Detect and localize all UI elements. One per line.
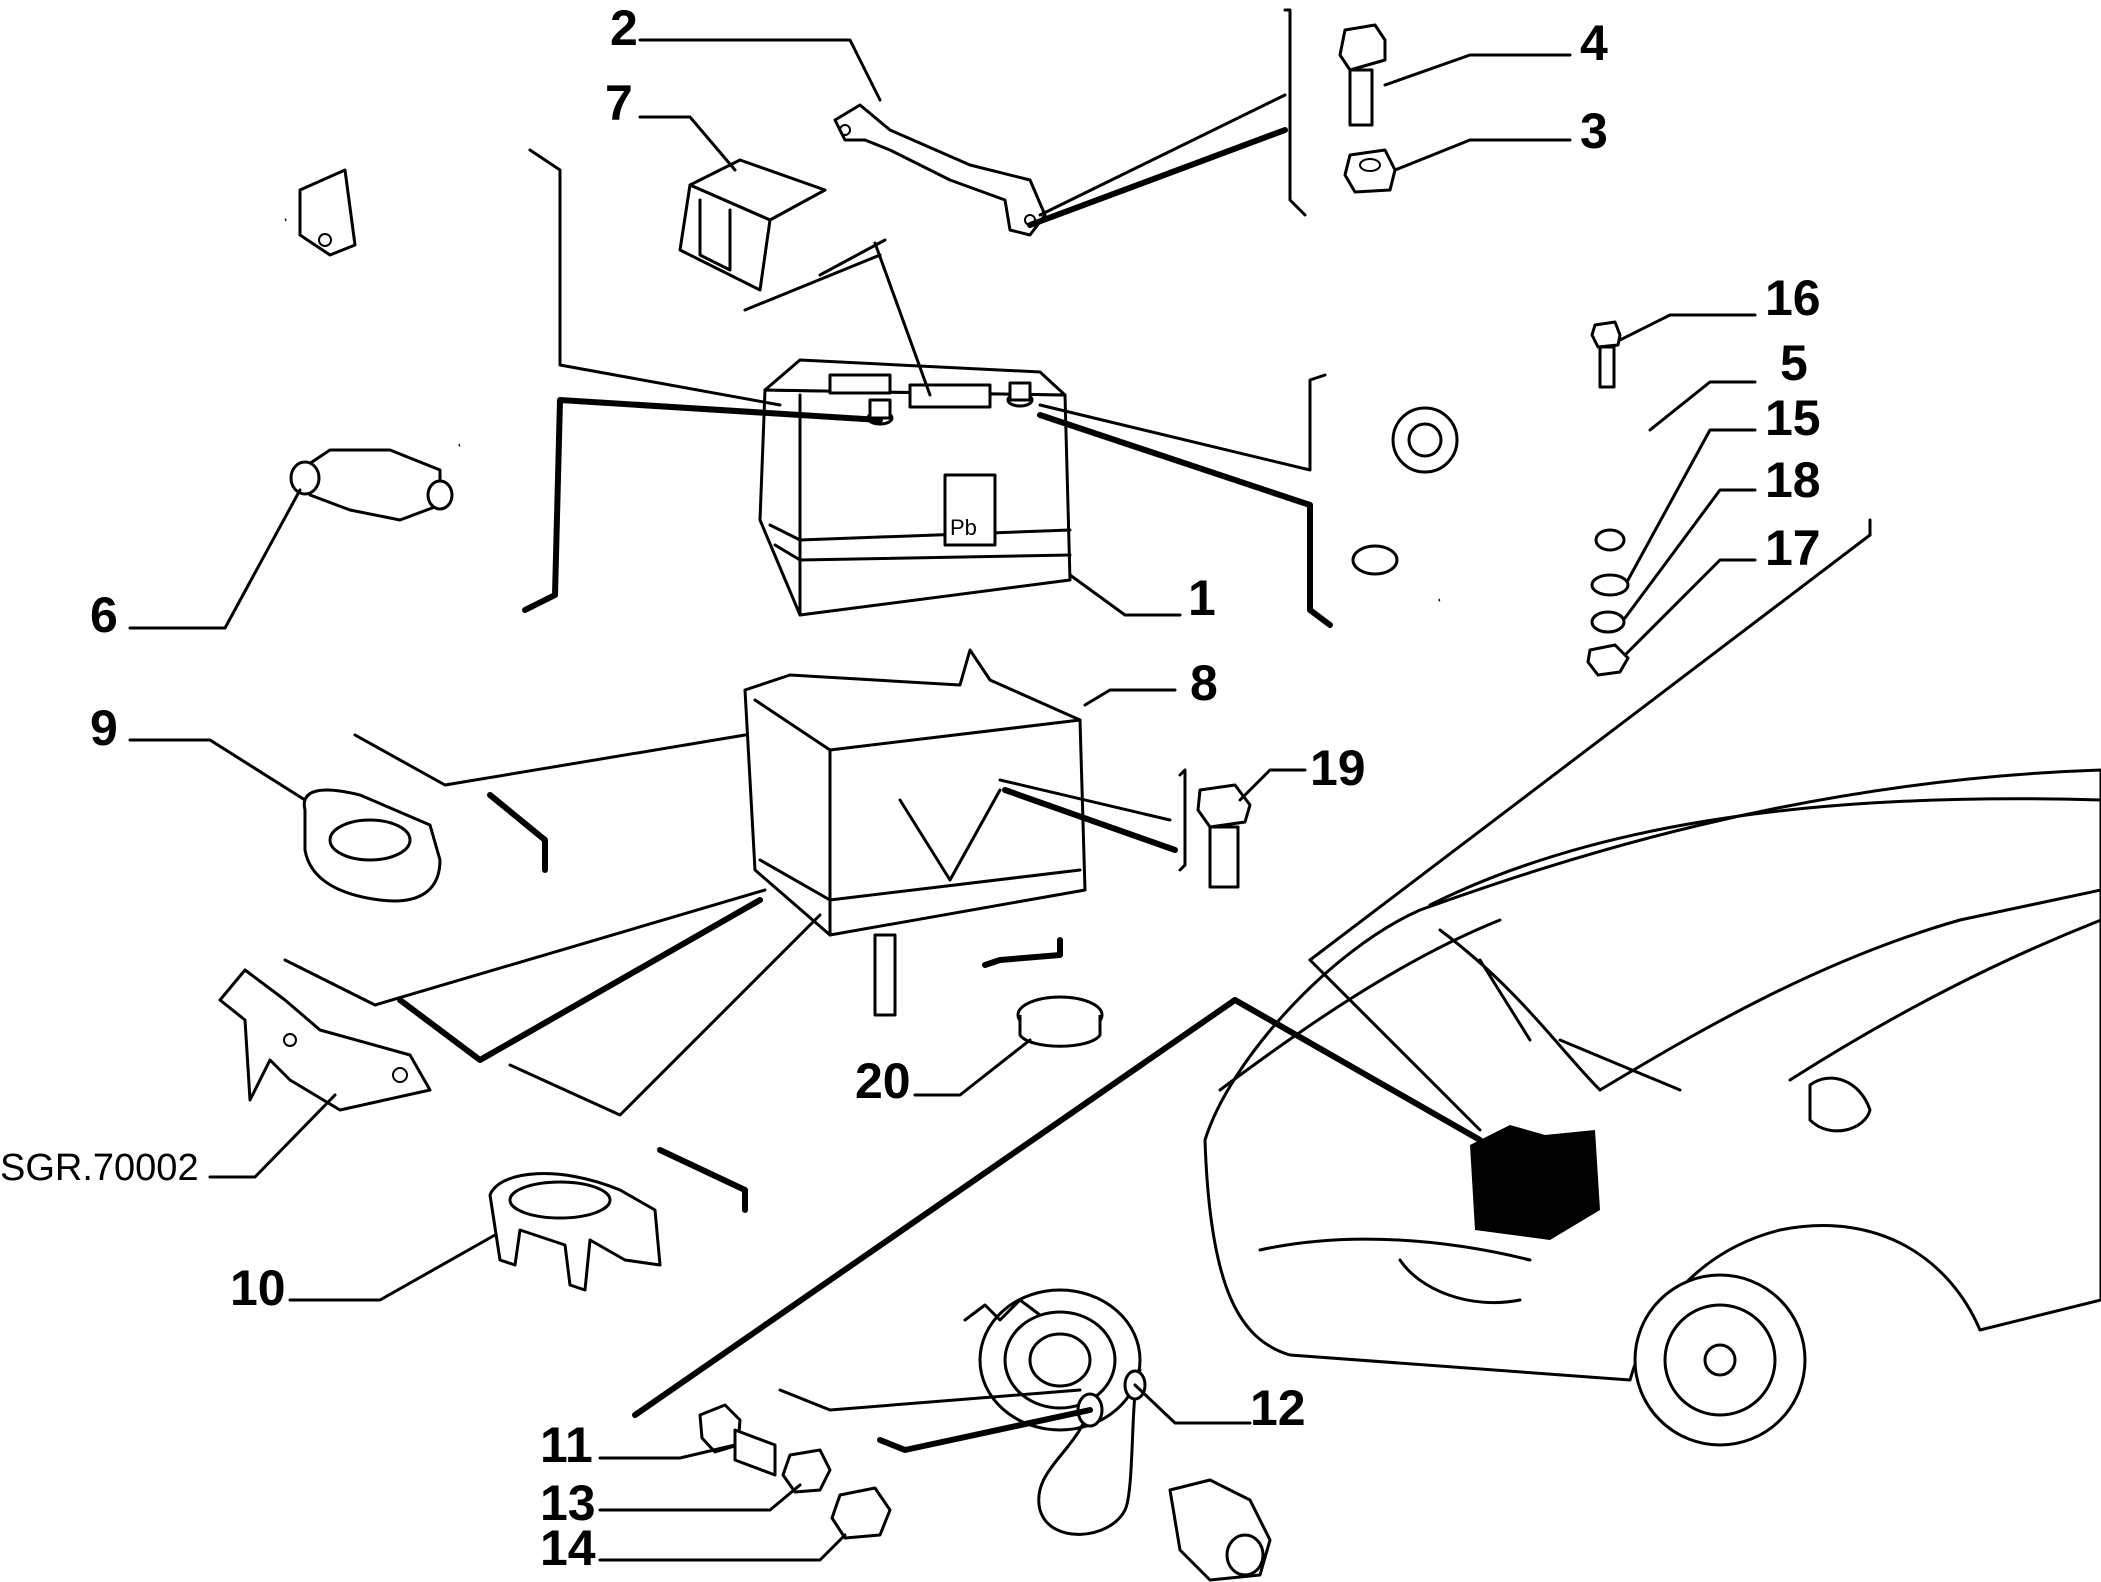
label-sgr-code: SGR.70002 xyxy=(0,1147,199,1189)
label-19: 19 xyxy=(1310,740,1366,796)
bolt-11 xyxy=(698,1403,777,1477)
positive-cable xyxy=(210,168,504,522)
terminal-cover xyxy=(678,158,827,292)
battery: Pb xyxy=(758,358,1072,617)
label-20: 20 xyxy=(855,1053,911,1109)
label-14: 14 xyxy=(540,1520,596,1576)
support-bracket xyxy=(218,968,432,1112)
starter-motor xyxy=(1168,1478,1272,1582)
label-10: 10 xyxy=(230,1260,286,1316)
bolt-16 xyxy=(1590,320,1622,389)
label-9: 9 xyxy=(90,700,118,756)
bolt-19 xyxy=(1196,783,1252,889)
label-5: 5 xyxy=(1780,335,1808,391)
ground-cable-12 xyxy=(1037,1368,1147,1536)
assembly-lines xyxy=(283,8,1872,1453)
label-1: 1 xyxy=(1188,570,1216,626)
label-12: 12 xyxy=(1250,1380,1306,1436)
label-7: 7 xyxy=(605,75,633,131)
label-16: 16 xyxy=(1765,270,1821,326)
nut-13 xyxy=(781,1448,832,1494)
bolt-4 xyxy=(1338,23,1387,127)
label-3: 3 xyxy=(1580,103,1608,159)
leader-lines xyxy=(128,38,1757,1562)
label-8: 8 xyxy=(1190,655,1218,711)
nut-14 xyxy=(830,1486,892,1540)
label-6: 6 xyxy=(90,587,118,643)
alternator xyxy=(963,1288,1142,1432)
label-4: 4 xyxy=(1580,15,1608,71)
clip-10 xyxy=(488,1172,662,1292)
nut-3 xyxy=(1343,148,1397,194)
label-15: 15 xyxy=(1765,390,1821,446)
callout-labels: 2 7 4 3 16 5 15 18 17 1 6 8 9 19 20 SGR.… xyxy=(0,0,1821,1576)
car-illustration xyxy=(1203,768,2101,1447)
label-18: 18 xyxy=(1765,452,1821,508)
rubber-plug-20 xyxy=(1016,995,1104,1048)
washer-15 xyxy=(1590,573,1630,597)
nut-17 xyxy=(1586,643,1630,677)
clamp-9 xyxy=(302,788,442,903)
battery-pb-mark: Pb xyxy=(950,515,977,540)
negative-cable xyxy=(1351,406,1664,608)
label-17: 17 xyxy=(1765,520,1821,576)
label-11: 11 xyxy=(540,1417,593,1473)
battery-location-marker xyxy=(1470,1125,1600,1240)
hold-down-bracket xyxy=(833,103,1047,237)
label-13: 13 xyxy=(540,1475,596,1531)
label-2: 2 xyxy=(610,0,638,56)
washer-18 xyxy=(1590,610,1626,634)
battery-tray xyxy=(743,648,1087,1017)
